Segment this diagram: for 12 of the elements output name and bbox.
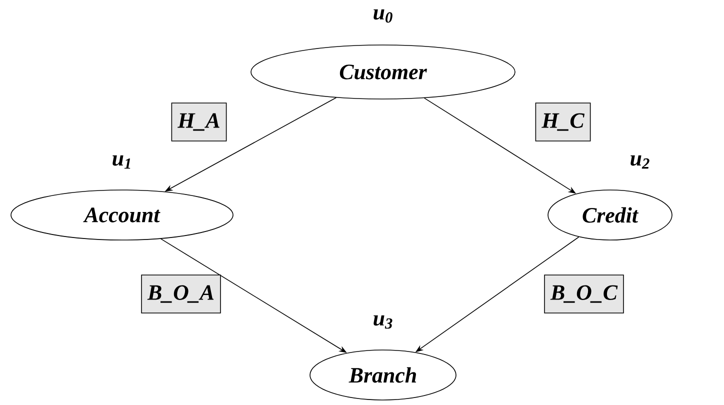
ellipse-node: Customer <box>250 44 516 100</box>
edge-label: H_C <box>535 102 591 142</box>
node-label: u$_{2}$ <box>630 155 650 169</box>
node-label: u$_{0}$ <box>374 9 392 23</box>
edge-label: B_O_C <box>544 274 624 314</box>
node-label: u$_{3}$ <box>374 315 392 329</box>
node-label: u$_{1}$ <box>112 155 130 169</box>
ellipse-node: Account <box>10 190 234 240</box>
edge-label: H_A <box>171 102 227 142</box>
ellipse-node: Branch <box>310 350 456 400</box>
edge-label: B_O_A <box>141 274 221 314</box>
ellipse-node: Credit <box>548 190 672 240</box>
